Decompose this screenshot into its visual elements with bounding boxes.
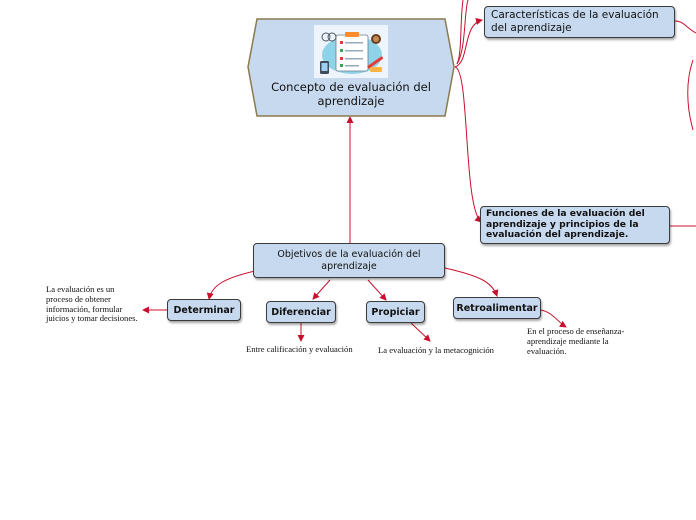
topic-objetivos-label: Objetivos de la evaluación del aprendiza… — [277, 249, 421, 272]
topic-funciones[interactable]: Funciones de la evaluación del aprendiza… — [480, 206, 670, 244]
topic-funciones-label: Funciones de la evaluación del aprendiza… — [486, 208, 645, 240]
connector-retroalimentar-note — [540, 309, 567, 328]
subtopic-retroalimentar-label: Retroalimentar — [456, 302, 538, 314]
topic-caracteristicas-label: Características de la evaluación del apr… — [491, 9, 659, 34]
subtopic-diferenciar-label: Diferenciar — [271, 306, 331, 318]
connector-objetivos-diferenciar — [312, 279, 331, 300]
connector-caracteristicas-offscreen — [674, 20, 696, 34]
subtopic-retroalimentar[interactable]: Retroalimentar — [453, 297, 541, 319]
note-diferenciar: Entre calificación y evaluación — [246, 344, 353, 354]
subtopic-determinar[interactable]: Determinar — [167, 299, 241, 321]
connector-offscreen-2 — [456, 0, 464, 65]
connector-propiciar-note — [410, 322, 431, 342]
connector-objetivos-propiciar — [367, 279, 387, 301]
note-determinar: La evaluación es un proceso de obtener i… — [46, 284, 138, 324]
connector-central-caracteristicas — [454, 18, 483, 68]
connector-objetivos-determinar — [206, 270, 256, 300]
topic-caracteristicas[interactable]: Características de la evaluación del apr… — [484, 6, 675, 38]
connector-objetivos-retroalimentar — [444, 267, 499, 297]
central-node[interactable]: Concepto de evaluación del aprendizaje — [247, 18, 455, 117]
connector-offscreen-arc — [687, 59, 694, 131]
connector-central-funciones — [454, 66, 482, 223]
subtopic-propiciar[interactable]: Propiciar — [366, 301, 425, 323]
subtopic-diferenciar[interactable]: Diferenciar — [266, 301, 336, 323]
note-propiciar: La evaluación y la metacognición — [378, 345, 494, 355]
note-retroalimentar: En el proceso de enseñanza-aprendizaje m… — [527, 326, 625, 356]
evaluation-clipboard-illustration — [314, 25, 388, 78]
subtopic-determinar-label: Determinar — [173, 304, 235, 316]
topic-objetivos[interactable]: Objetivos de la evaluación del aprendiza… — [253, 243, 445, 278]
connector-offscreen-1 — [456, 0, 469, 65]
central-node-title: Concepto de evaluación del aprendizaje — [271, 80, 431, 108]
subtopic-propiciar-label: Propiciar — [371, 306, 420, 318]
